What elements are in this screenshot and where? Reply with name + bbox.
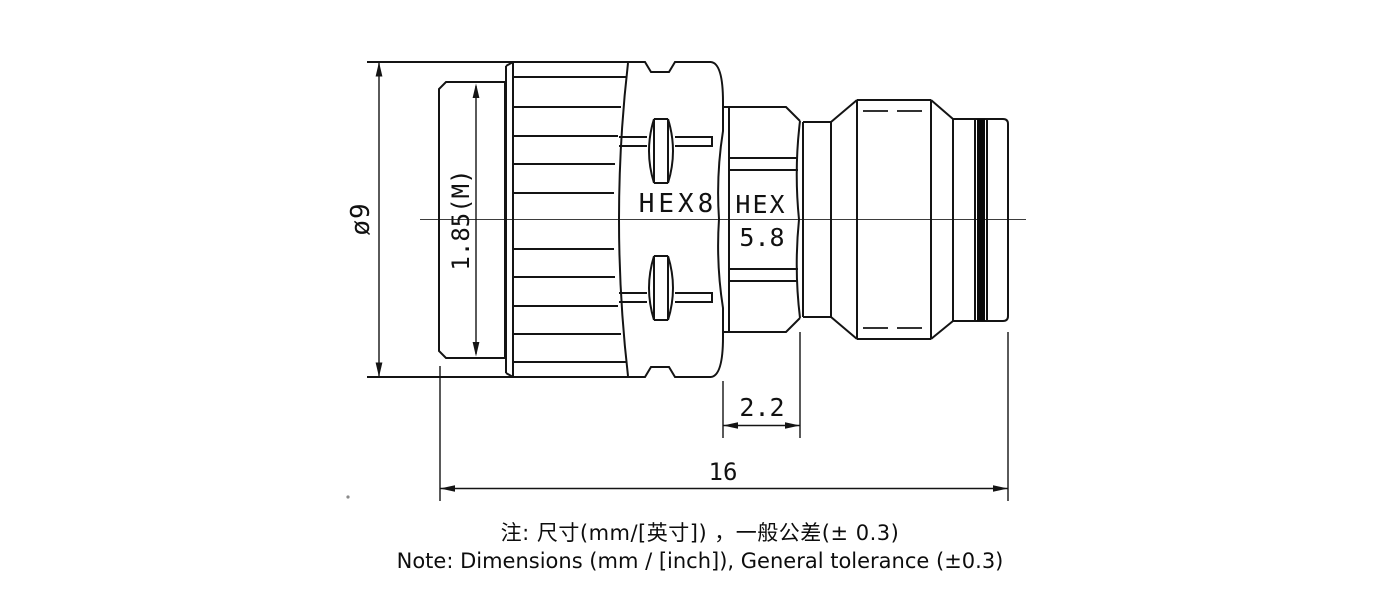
hex-callouts: HEX8 HEX 5.8 bbox=[639, 189, 786, 252]
gasket-band bbox=[977, 119, 985, 321]
lower-spool bbox=[648, 255, 674, 321]
connector-body bbox=[367, 61, 1009, 378]
rear-hex-section bbox=[723, 106, 801, 333]
drawing-notes: 注: 尺寸(mm/[英寸]) ，一般公差(± 0.3) Note: Dimens… bbox=[0, 519, 1400, 575]
dim-diameter-label: ø9 bbox=[346, 202, 376, 235]
dimension-diameter: ø9 bbox=[346, 61, 506, 378]
neck-cylinder bbox=[802, 121, 832, 318]
dimension-interface: 1.85(M) bbox=[447, 83, 480, 357]
barrel-right-edge bbox=[710, 61, 724, 378]
front-chamfers bbox=[830, 99, 858, 340]
rear-chamfers bbox=[930, 99, 954, 340]
main-cylinder-hidden-lines bbox=[863, 110, 928, 329]
nut-bottom-edge bbox=[367, 366, 711, 378]
dim-interface-label: 1.85(M) bbox=[447, 169, 475, 270]
dimension-rear-hex: 2.2 bbox=[722, 332, 801, 438]
knurl-lines bbox=[513, 76, 626, 363]
hex-rear-size-label: 5.8 bbox=[739, 223, 784, 252]
dimension-overall-length: 16 bbox=[439, 332, 1009, 501]
main-cylinder bbox=[856, 99, 932, 340]
dimensions: ø9 1.85(M) 2.2 16 bbox=[346, 61, 1009, 501]
note-line-zh: 注: 尺寸(mm/[英寸]) ，一般公差(± 0.3) bbox=[500, 521, 900, 545]
upper-channel bbox=[619, 136, 713, 147]
nut-top-edge bbox=[367, 61, 711, 73]
dim-overall-length-label: 16 bbox=[709, 458, 738, 486]
note-line-en: Note: Dimensions (mm / [inch]), General … bbox=[396, 549, 1004, 573]
dim-rear-hex-label: 2.2 bbox=[739, 393, 784, 422]
speck-artifact bbox=[346, 495, 350, 499]
barrel-left-arc bbox=[618, 62, 629, 377]
end-section bbox=[952, 118, 1009, 322]
knurl-face-edges bbox=[505, 61, 514, 378]
lower-channel bbox=[619, 292, 713, 303]
hex8-label: HEX8 bbox=[639, 189, 718, 219]
hex-rear-label: HEX bbox=[735, 190, 786, 219]
upper-spool bbox=[648, 118, 674, 184]
